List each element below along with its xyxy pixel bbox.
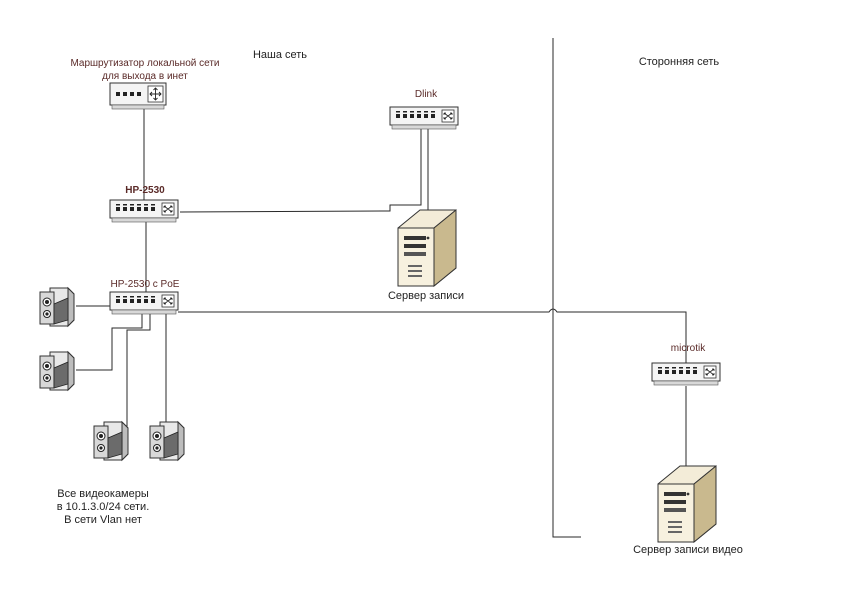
hp2530-poe-label: HP-2530 с PoE <box>111 279 180 290</box>
router-icon[interactable] <box>109 82 167 110</box>
camera-icon[interactable] <box>93 421 129 461</box>
dlink-label: Dlink <box>415 89 438 100</box>
hp2530-switch-icon[interactable] <box>109 199 179 223</box>
zone-title-foreign-network: Сторонняя сеть <box>639 56 720 68</box>
dlink-switch-icon[interactable] <box>389 106 459 130</box>
link-camera-3 <box>126 314 151 430</box>
video-server-label: Сервер записи видео <box>633 544 743 556</box>
link-camera-2 <box>76 314 143 371</box>
camera-icon[interactable] <box>39 351 75 391</box>
link-hp2530-dlink <box>179 129 422 213</box>
router-label-line1: Маршрутизатор локальной сети <box>70 58 219 69</box>
hp2530-poe-switch-icon[interactable] <box>109 291 179 315</box>
camera-icon[interactable] <box>39 287 75 327</box>
link-poe-microtik <box>178 308 687 363</box>
cameras-note-line2: в 10.1.3.0/24 сети. <box>57 501 150 513</box>
microtik-label: microtik <box>671 343 706 354</box>
router-label-line2: для выхода в инет <box>102 71 188 82</box>
hp2530-label: HP-2530 <box>125 185 165 196</box>
recording-server-label: Сервер записи <box>388 290 464 302</box>
link-camera-1 <box>76 302 113 307</box>
cameras-note-line3: В сети Vlan нет <box>64 514 142 526</box>
video-server-icon[interactable] <box>657 465 717 543</box>
network-divider <box>552 38 581 538</box>
zone-title-our-network: Наша сеть <box>253 49 307 61</box>
recording-server-icon[interactable] <box>397 209 457 287</box>
camera-icon[interactable] <box>149 421 185 461</box>
microtik-switch-icon[interactable] <box>651 362 721 386</box>
link-dlink-server <box>421 129 429 211</box>
cameras-note-line1: Все видеокамеры <box>57 488 149 500</box>
